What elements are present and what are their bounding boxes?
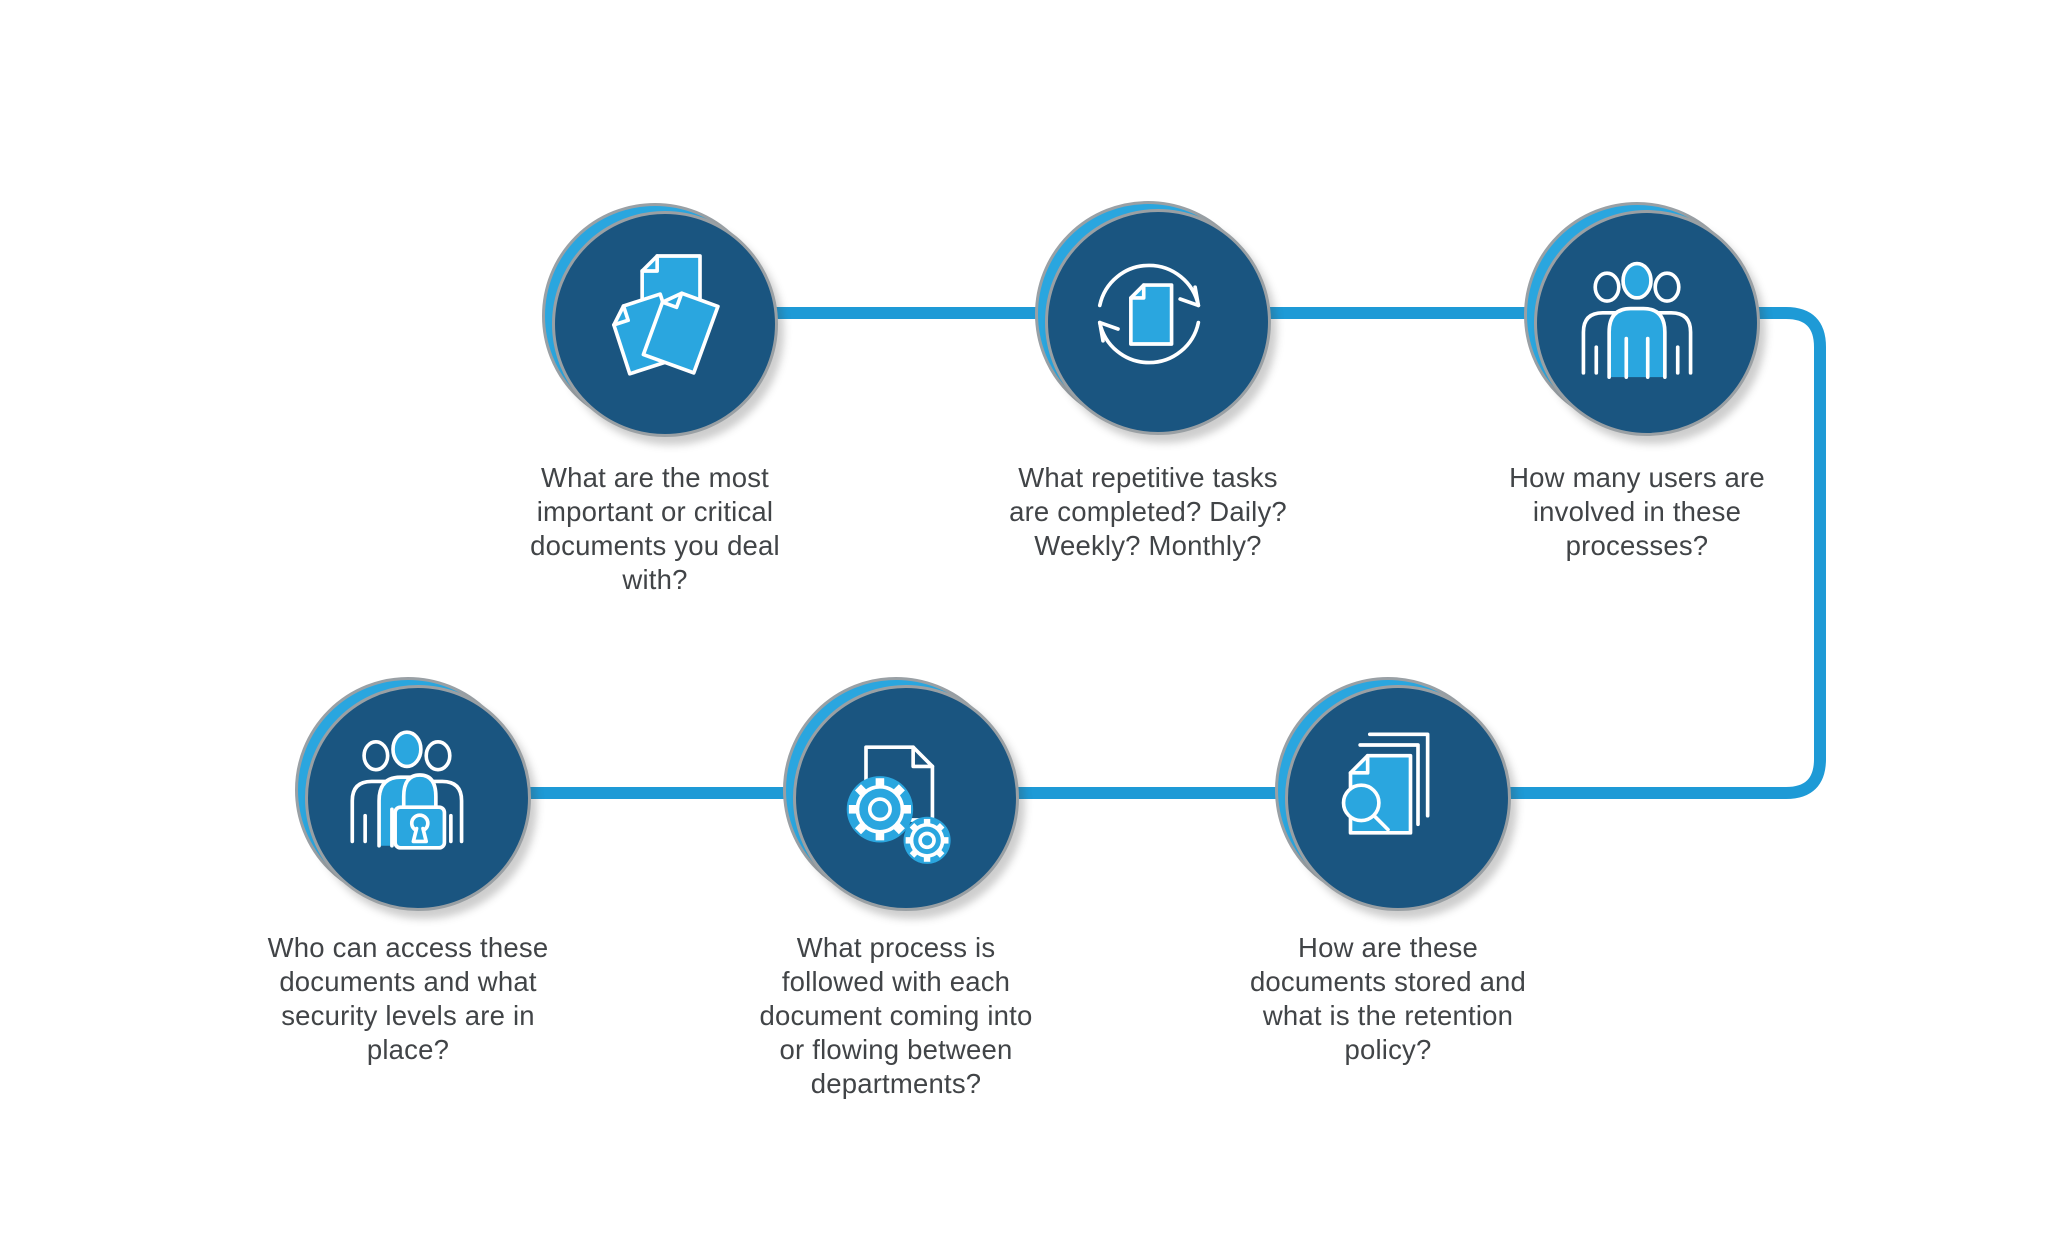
question-document-process: What process is followed with each docum… xyxy=(759,932,1033,1099)
node-storage-retention xyxy=(1275,677,1501,903)
node-access-security xyxy=(295,677,521,903)
document-gears-icon xyxy=(846,745,951,864)
question-repetitive-tasks: What repetitive tasks are completed? Dai… xyxy=(1009,462,1287,561)
documents-search-icon xyxy=(1341,732,1430,835)
question-access-security: Who can access these documents and what … xyxy=(267,932,549,1065)
users-lock-icon xyxy=(350,730,464,850)
users-icon xyxy=(1581,261,1693,379)
node-critical-documents xyxy=(542,203,768,429)
node-users-involved xyxy=(1524,202,1750,428)
node-document-process xyxy=(783,677,1009,903)
question-storage-retention: How are these documents stored and what … xyxy=(1249,932,1527,1065)
question-users-involved: How many users are involved in these pro… xyxy=(1509,462,1765,561)
node-repetitive-tasks xyxy=(1035,201,1261,427)
documents-icon xyxy=(612,254,720,376)
question-critical-documents: What are the most important or critical … xyxy=(530,462,780,595)
document-sync-icon xyxy=(1097,263,1201,365)
